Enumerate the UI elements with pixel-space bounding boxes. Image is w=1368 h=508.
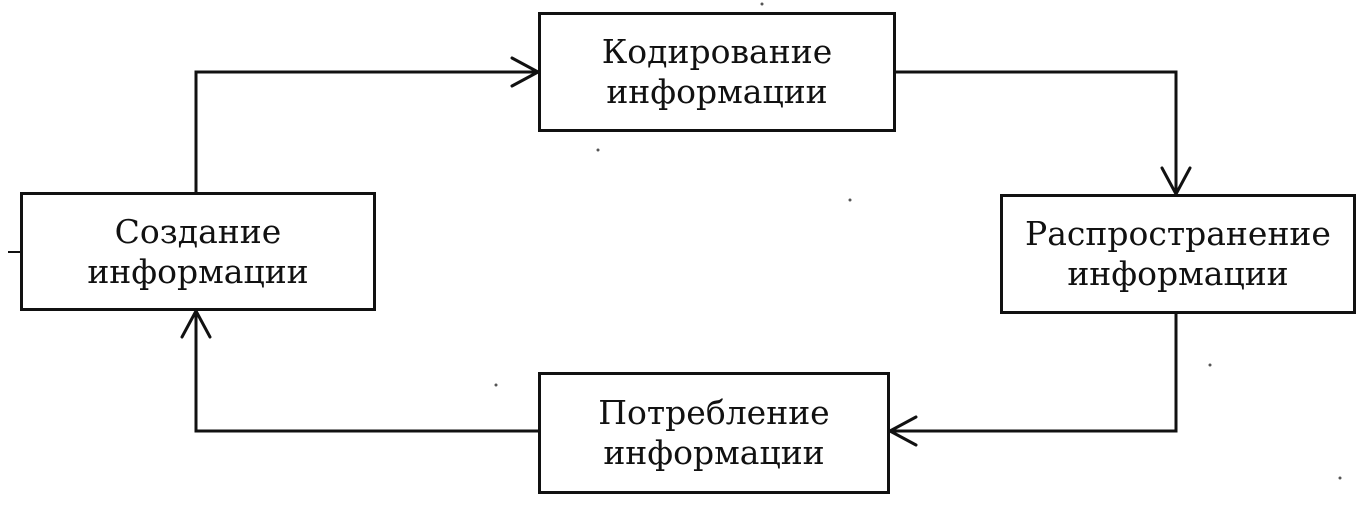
node-distribution: Распространение информации: [1000, 194, 1356, 314]
node-creation-line1: Создание: [114, 211, 282, 251]
scan-speck: [596, 148, 600, 152]
node-creation-line2: информации: [87, 251, 309, 291]
connector-consumption-to-creation: [194, 311, 538, 433]
node-distribution-line2: информации: [1067, 254, 1289, 293]
node-creation: Создание информации: [20, 192, 376, 311]
node-encoding-line2: информации: [606, 72, 828, 111]
node-consumption: Потребление информации: [538, 372, 890, 494]
connector-distribution-to-consumption: [890, 314, 1178, 433]
scan-speck: [760, 2, 764, 6]
node-consumption-line1: Потребление: [598, 393, 830, 432]
scan-speck: [848, 198, 852, 202]
scan-speck: [1338, 476, 1342, 480]
node-consumption-line2: информации: [603, 433, 825, 472]
scan-speck: [494, 383, 498, 387]
arrowhead-into-consumption: [888, 415, 918, 447]
scan-speck: [1208, 363, 1212, 367]
node-distribution-line1: Распространение: [1025, 214, 1331, 253]
connector-creation-to-encoding: [194, 70, 538, 192]
connector-encoding-to-distribution: [896, 70, 1178, 194]
node-encoding-line1: Кодирование: [601, 32, 833, 71]
arrowhead-into-creation: [180, 309, 212, 339]
node-encoding: Кодирование информации: [538, 12, 896, 132]
